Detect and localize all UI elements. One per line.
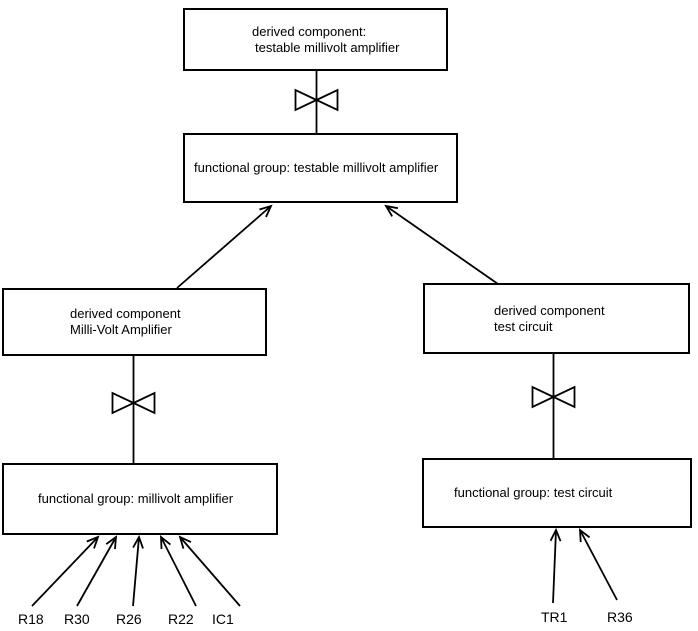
arrow-r36-to-functional-test (578, 528, 618, 601)
box-text-line2: Milli-Volt Amplifier (70, 322, 172, 337)
arrow-ic1-to-functional-millivolt (178, 535, 241, 607)
bowtie-icon (531, 385, 576, 409)
box-derived-component-test-circuit: derived component test circuit (423, 283, 690, 354)
arrow-r26-to-functional-millivolt (132, 534, 144, 607)
box-functional-group-testable-millivolt-amplifier: functional group: testable millivolt amp… (183, 133, 458, 203)
composition-connector-right (531, 354, 576, 458)
arrow-derived-test-to-functional-testable (384, 204, 499, 285)
box-text-line1: derived component: (252, 23, 367, 39)
box-derived-component-millivolt-amplifier: derived component Milli-Volt Amplifier (2, 288, 267, 356)
box-text-line2: testable millivolt amplifier (255, 39, 400, 55)
arrow-derived-millivolt-to-functional-testable (176, 204, 273, 289)
bowtie-icon (294, 88, 339, 112)
box-text: functional group: test circuit (454, 485, 613, 500)
component-label-ic1: IC1 (212, 611, 234, 627)
box-derived-component-testable-millivolt-amplifier: derived component: testable millivolt am… (183, 8, 448, 71)
box-text-line1: derived component (70, 306, 181, 321)
component-label-r22: R22 (168, 611, 194, 627)
arrow-r30-to-functional-millivolt (76, 535, 118, 607)
component-label-r26: R26 (116, 611, 142, 627)
arrow-r22-to-functional-millivolt (160, 535, 197, 607)
component-label-r36: R36 (607, 609, 633, 625)
box-text: functional group: testable millivolt amp… (194, 160, 439, 175)
component-label-r30: R30 (64, 611, 90, 627)
arrow-r18-to-functional-millivolt (31, 535, 100, 607)
box-text-line2: test circuit (494, 318, 553, 334)
component-label-tr1: TR1 (541, 609, 568, 625)
box-text-line1: derived component (494, 302, 605, 318)
box-text: functional group: millivolt amplifier (38, 491, 234, 506)
box-functional-group-millivolt-amplifier: functional group: millivolt amplifier (2, 463, 278, 535)
arrow-tr1-to-functional-test (549, 527, 562, 604)
box-functional-group-test-circuit: functional group: test circuit (422, 458, 692, 528)
component-label-r18: R18 (18, 611, 44, 627)
composition-connector-left (111, 356, 156, 463)
composition-connector-top (294, 71, 339, 133)
bowtie-icon (111, 391, 156, 415)
